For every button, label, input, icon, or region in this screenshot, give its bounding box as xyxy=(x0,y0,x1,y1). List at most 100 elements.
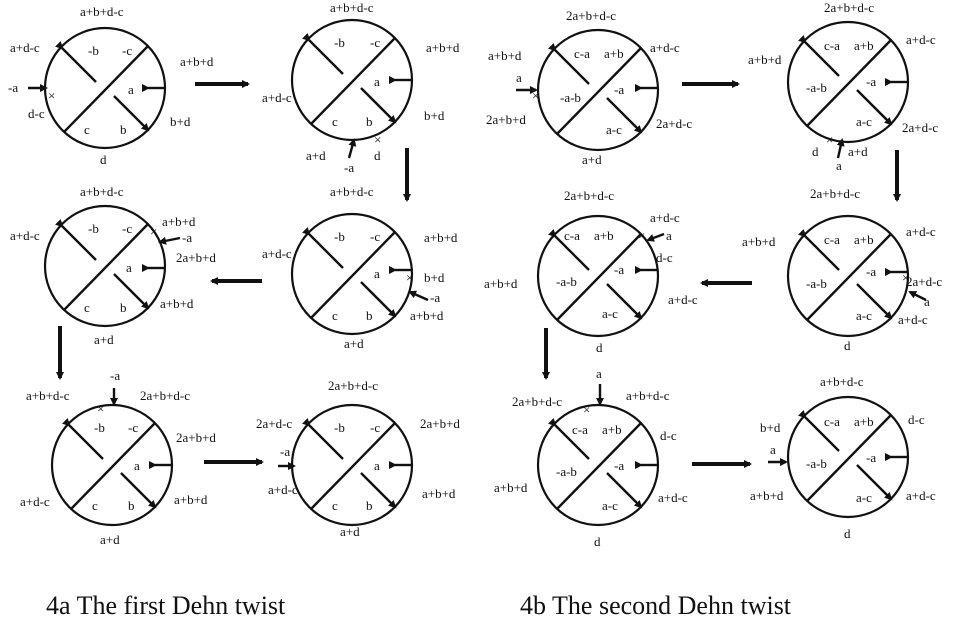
chord-label: a xyxy=(134,458,140,473)
svg-text:×: × xyxy=(902,270,909,285)
chord-label: -c xyxy=(122,43,132,58)
edge-label: a xyxy=(596,366,602,381)
edge-label: 2a+d-c xyxy=(256,416,292,431)
svg-text:×: × xyxy=(826,132,833,147)
panel-4a-3: × a+b+d-c a+b+d a+d-c b+d -a a+b+d a+d -… xyxy=(262,184,458,351)
edge-label: -a xyxy=(110,368,120,383)
edge-label: a+b+d-c xyxy=(26,388,70,403)
edge-label: a+d-c xyxy=(898,312,928,327)
chord-label: a xyxy=(374,266,380,281)
edge-label: a+d-c xyxy=(20,494,50,509)
edge-label: d-c xyxy=(660,428,677,443)
edge-label: d xyxy=(844,526,851,541)
edge-label: d xyxy=(596,340,603,355)
chord-label: a+b xyxy=(854,38,874,53)
chord-label: b xyxy=(366,498,373,513)
edge-label: a xyxy=(836,158,842,173)
edge-label: 2a+b+d-c xyxy=(140,388,190,403)
panel-4b-2: × 2a+b+d-c a+b+d a+d-c 2a+d-c a+d d a c-… xyxy=(748,0,938,173)
edge-label: d xyxy=(374,148,381,163)
edge-label: a+d-c xyxy=(650,40,680,55)
panel-4a-4: × a+b+d-c a+d-c a+b+d -a 2a+b+d a+b+d a+… xyxy=(10,184,216,347)
edge-label: a+d xyxy=(344,336,364,351)
chord-label: -c xyxy=(128,420,138,435)
panel-4b-6: a+b+d-c d-c b+d a a+b+d a+d-c d c-a a+b … xyxy=(750,374,936,541)
edge-label: a+d-c xyxy=(906,488,936,503)
edge-label: a+b+d xyxy=(750,488,784,503)
chord-label: c xyxy=(332,498,338,513)
chord-label: a-c xyxy=(856,308,872,323)
chord-label: -a-b xyxy=(560,90,581,105)
chord-label: -a xyxy=(614,458,624,473)
edge-label: -a xyxy=(280,444,290,459)
chord-label: b xyxy=(366,308,373,323)
edge-label: a+d-c xyxy=(906,224,936,239)
chord-label: a xyxy=(126,260,132,275)
edge-label: d xyxy=(594,534,601,549)
chord xyxy=(113,95,150,132)
edge-label: 2a+b+d-c xyxy=(824,0,874,15)
edge-label: a xyxy=(924,294,930,309)
edge-label: 2a+b+d xyxy=(176,430,216,445)
chord-label: -b xyxy=(88,43,99,58)
chord-label: -b xyxy=(94,420,105,435)
edge-label: a+d xyxy=(848,144,868,159)
svg-text:×: × xyxy=(374,132,381,147)
edge-label: a+b+d xyxy=(484,276,518,291)
chord-label: c xyxy=(332,114,338,129)
edge-label: a+d xyxy=(582,152,602,167)
edge-label: b+d xyxy=(424,108,445,123)
chord-label: a-c xyxy=(602,306,618,321)
panel-4b-3: × 2a+b+d-c a+b+d a+d-c 2a+d-c a a+d-c d … xyxy=(742,186,942,353)
edge-label: a+b+d xyxy=(488,48,522,63)
chord-label: -a-b xyxy=(806,456,827,471)
panel-4a-5: × -a a+b+d-c 2a+b+d-c 2a+b+d a+d-c a+b+d… xyxy=(20,368,216,547)
edge-label: a+d-c xyxy=(262,90,292,105)
chord-label: a xyxy=(374,74,380,89)
edge-label: b+d xyxy=(760,420,781,435)
edge-label: a xyxy=(770,442,776,457)
edge-label: d xyxy=(844,338,851,353)
chord xyxy=(63,45,149,133)
chord-label: b xyxy=(128,498,135,513)
edge-label: -a xyxy=(430,290,440,305)
chord-label: c-a xyxy=(564,228,580,243)
svg-text:×: × xyxy=(406,270,413,285)
chord-label: a+b xyxy=(602,422,622,437)
edge-label: 2a+b+d xyxy=(486,112,526,127)
chord-label: c xyxy=(84,122,90,137)
chord-label: -a-b xyxy=(556,274,577,289)
svg-text:×: × xyxy=(638,228,645,243)
svg-text:×: × xyxy=(583,402,590,417)
chord-label: c xyxy=(84,300,90,315)
chord-label: -a xyxy=(614,262,624,277)
edge-label: 2a+b+d-c xyxy=(566,8,616,23)
edge-label: d-c xyxy=(908,412,925,427)
chord-label: -a xyxy=(866,264,876,279)
chord-label: -c xyxy=(370,35,380,50)
edge-label: a+d-c xyxy=(10,40,40,55)
chord-label: c-a xyxy=(574,46,590,61)
chord-label: c-a xyxy=(824,38,840,53)
edge-label: a+b+d-c xyxy=(330,0,374,15)
chord-label: c-a xyxy=(824,232,840,247)
panel-4b-5: × a 2a+b+d-c a+b+d-c d-c a+b+d a+d-c d c… xyxy=(494,366,688,549)
edge-label: a+b+d xyxy=(424,230,458,245)
edge-label: d-c xyxy=(656,250,673,265)
chord-label: a-c xyxy=(856,490,872,505)
chord-label: b xyxy=(120,122,127,137)
chord-label: a-c xyxy=(602,498,618,513)
edge-label: 2a+b+d xyxy=(420,416,460,431)
chord-label: c-a xyxy=(824,414,840,429)
edge-label: 2a+b+d-c xyxy=(328,378,378,393)
edge-label: a+d xyxy=(340,524,360,539)
edge-label: a+b+d-c xyxy=(80,4,124,19)
edge-label: 2a+d-c xyxy=(906,274,942,289)
chord-label: a xyxy=(128,82,134,97)
edge-label: a+b+d xyxy=(422,486,456,501)
chord-label: -a xyxy=(866,450,876,465)
edge-label: -a xyxy=(8,80,18,95)
edge-label: a+b+d xyxy=(748,52,782,67)
edge-label: a+b+d xyxy=(410,308,444,323)
